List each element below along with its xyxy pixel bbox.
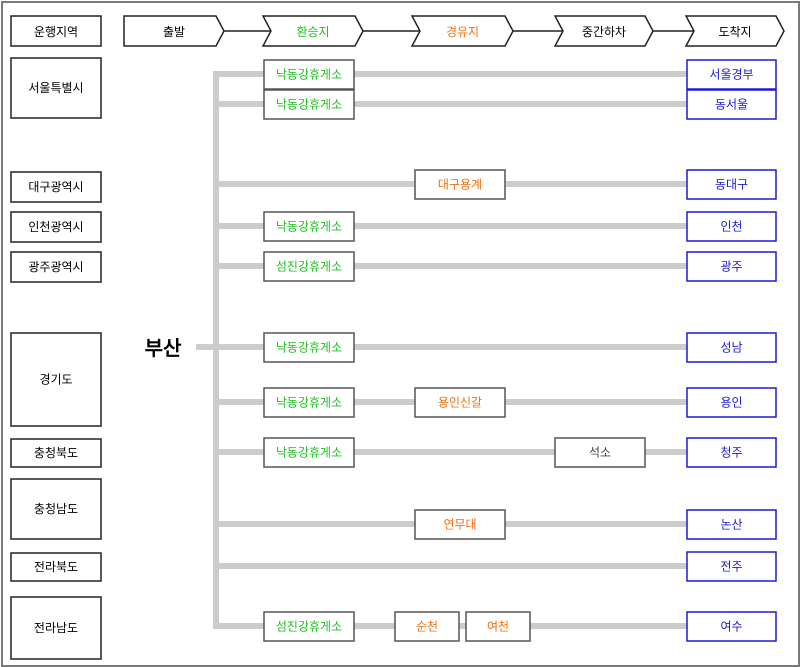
transfer-box-label: 낙동강휴게소 [276, 98, 342, 112]
header-stage-arrow [123, 15, 225, 47]
region-label: 전라남도 [34, 621, 78, 635]
region-cell: 전라남도 [10, 596, 102, 660]
transfer-box-label: 낙동강휴게소 [276, 396, 342, 410]
transfer-box-label: 낙동강휴게소 [276, 446, 342, 460]
header-region-cell: 운행지역 [10, 15, 102, 47]
destination-box-label: 성남 [720, 341, 742, 355]
transfer-box-label: 섬진강휴게소 [276, 260, 342, 274]
region-cell: 광주광역시 [10, 251, 102, 283]
header-stage-label: 환승지 [296, 25, 329, 39]
destination-box: 성남 [686, 332, 777, 363]
destination-box: 전주 [686, 551, 777, 582]
region-label: 서울특별시 [28, 81, 83, 95]
waypoint-box: 순천 [394, 611, 460, 642]
region-cell: 대구광역시 [10, 171, 102, 203]
transfer-box: 낙동강휴게소 [263, 387, 355, 418]
waypoint-box: 여천 [465, 611, 531, 642]
destination-box: 동대구 [686, 169, 777, 200]
waypoint-box-label: 대구용계 [438, 178, 482, 192]
region-cell: 충청북도 [10, 438, 102, 468]
region-cell: 인천광역시 [10, 211, 102, 243]
transfer-box-label: 낙동강휴게소 [276, 220, 342, 234]
waypoint-box-label: 여천 [487, 619, 509, 634]
header-stage: 환승지 [261, 15, 364, 47]
header-stage-arrow [410, 15, 514, 47]
header-region-label: 운행지역 [34, 24, 78, 39]
transfer-box: 낙동강휴게소 [263, 437, 355, 468]
region-cell: 경기도 [10, 332, 102, 427]
destination-box-label: 청주 [720, 446, 742, 460]
waypoint-box-label: 순천 [416, 619, 438, 634]
region-label: 광주광역시 [28, 260, 83, 274]
region-label: 전라북도 [34, 560, 78, 574]
waypoint-box-label: 용인신갈 [438, 396, 482, 410]
destination-box-label: 용인 [720, 396, 742, 410]
destination-box-label: 동대구 [715, 178, 748, 192]
destination-box-label: 동서울 [715, 98, 748, 112]
region-label: 충청남도 [34, 502, 78, 516]
region-label: 인천광역시 [28, 219, 83, 234]
transfer-box: 낙동강휴게소 [263, 89, 355, 120]
origin-label: 부산 [145, 336, 182, 360]
waypoint-box: 대구용계 [414, 169, 506, 200]
transfer-box: 섬진강휴게소 [263, 251, 355, 282]
destination-box: 서울경부 [686, 59, 777, 90]
header-stage-arrow [261, 15, 364, 47]
waypoint-box: 용인신갈 [414, 387, 506, 418]
header-stage-label: 경유지 [446, 25, 479, 39]
header-stages: 출발 환승지 경유지 중간하차 도착지 [123, 15, 785, 47]
header-stage-label: 도착지 [718, 25, 751, 39]
region-label: 경기도 [39, 373, 72, 387]
transfer-box: 낙동강휴게소 [263, 59, 355, 90]
transfer-box-label: 섬진강휴게소 [276, 620, 342, 634]
header-stage-label: 출발 [163, 25, 185, 39]
destination-box-label: 논산 [720, 518, 742, 532]
destination-box: 동서울 [686, 89, 777, 120]
destination-box-label: 서울경부 [709, 68, 753, 82]
header-stage: 도착지 [684, 15, 785, 47]
transfer-box: 섬진강휴게소 [263, 611, 355, 642]
destination-box: 용인 [686, 387, 777, 418]
destination-box-label: 광주 [720, 260, 742, 274]
header-stage: 출발 [123, 15, 225, 47]
region-cell: 전라북도 [10, 552, 102, 582]
stop-box: 석소 [554, 437, 646, 468]
destination-box-label: 여수 [720, 620, 742, 634]
region-label: 대구광역시 [28, 180, 83, 194]
waypoint-box-label: 연무대 [443, 518, 476, 532]
destination-box-label: 전주 [720, 560, 742, 574]
destination-box: 광주 [686, 251, 777, 282]
region-label: 충청북도 [34, 446, 78, 460]
transfer-box-label: 낙동강휴게소 [276, 68, 342, 82]
header-stage: 경유지 [410, 15, 514, 47]
region-cell: 서울특별시 [10, 57, 102, 119]
region-cell: 충청남도 [10, 478, 102, 540]
header-stage-label: 중간하차 [582, 25, 626, 39]
transfer-box: 낙동강휴게소 [263, 211, 355, 242]
header-stage-arrow [684, 15, 785, 47]
stop-box-label: 석소 [589, 446, 611, 460]
transfer-box-label: 낙동강휴게소 [276, 341, 342, 355]
header-stage-arrow [553, 15, 654, 47]
destination-box-label: 인천 [720, 219, 742, 234]
destination-box: 여수 [686, 611, 777, 642]
destination-box: 청주 [686, 437, 777, 468]
destination-box: 인천 [686, 211, 777, 242]
waypoint-box: 연무대 [414, 509, 506, 540]
destination-box: 논산 [686, 509, 777, 540]
header-stage: 중간하차 [553, 15, 654, 47]
transfer-box: 낙동강휴게소 [263, 332, 355, 363]
